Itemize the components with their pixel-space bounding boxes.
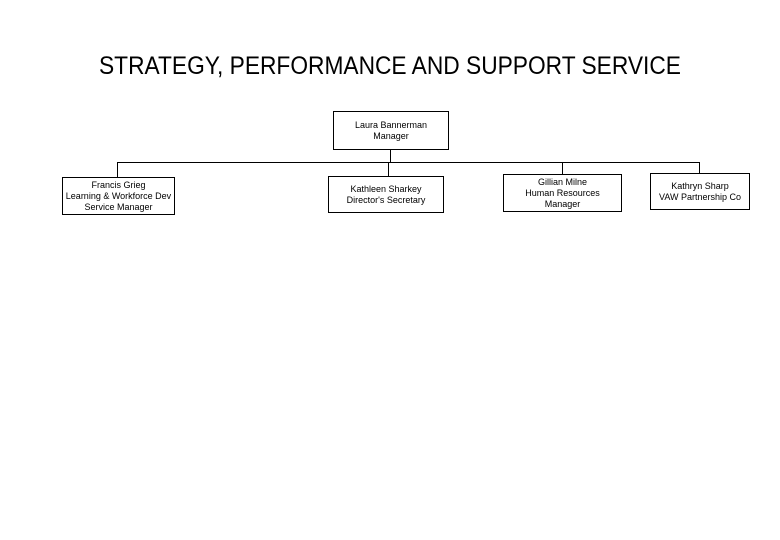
person-name: Laura Bannerman (354, 119, 428, 130)
connector-drop-francis-grieg (117, 162, 118, 177)
person-role: Service Manager (84, 201, 153, 212)
person-name: Francis Grieg (91, 179, 146, 190)
org-node-kathleen-sharkey: Kathleen Sharkey Director's Secretary (328, 176, 444, 213)
connector-drop-gillian-milne (562, 162, 563, 174)
connector-horizontal-rail (117, 162, 700, 163)
connector-root-vertical (390, 150, 391, 163)
connector-drop-kathryn-sharp (699, 162, 700, 173)
page-title: STRATEGY, PERFORMANCE AND SUPPORT SERVIC… (99, 52, 681, 80)
person-role: VAW Partnership Co (658, 191, 742, 202)
connector-drop-kathleen-sharkey (388, 162, 389, 176)
org-node-gillian-milne: Gillian Milne Human Resources Manager (503, 174, 622, 212)
person-role: Human Resources (525, 187, 600, 198)
org-node-kathryn-sharp: Kathryn Sharp VAW Partnership Co (650, 173, 750, 210)
person-name: Kathleen Sharkey (350, 183, 422, 194)
person-role: Learning & Workforce Dev (65, 190, 172, 201)
person-name: Kathryn Sharp (671, 180, 729, 191)
org-node-francis-grieg: Francis Grieg Learning & Workforce Dev S… (62, 177, 175, 215)
org-node-laura-bannerman: Laura Bannerman Manager (333, 111, 449, 150)
person-role: Director's Secretary (346, 194, 426, 205)
person-role: Manager (373, 130, 409, 141)
person-role: Manager (544, 198, 581, 209)
person-name: Gillian Milne (537, 176, 588, 187)
